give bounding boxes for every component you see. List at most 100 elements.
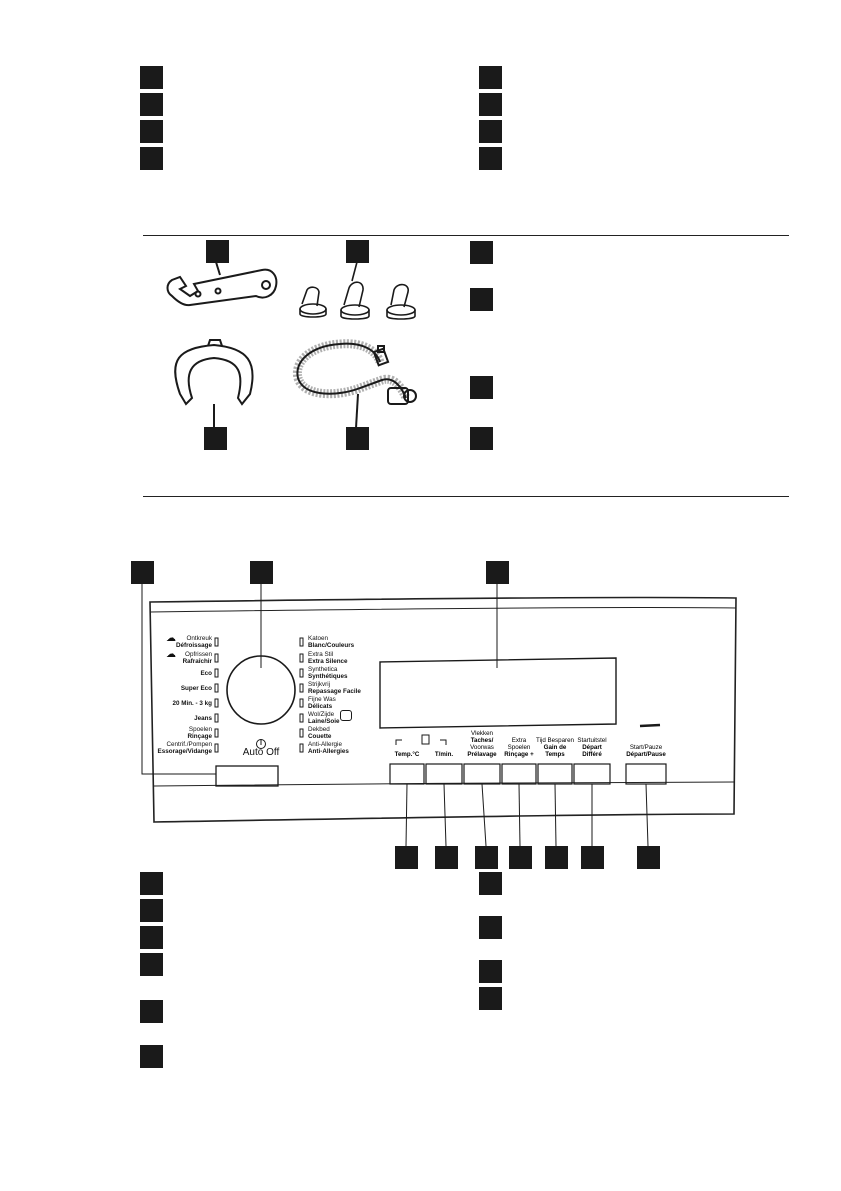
led-left-slot <box>214 668 219 678</box>
programme-label-bottom: Couette <box>308 733 332 740</box>
legend-marker <box>479 147 502 170</box>
option-button-3 <box>501 763 537 785</box>
programme-label-left-2: Eco <box>200 670 212 677</box>
legend-marker <box>140 147 163 170</box>
option-button-label: Rinçage + <box>504 751 534 758</box>
programme-label-top: Fijne Was <box>308 696 336 703</box>
callout-marker <box>346 427 369 450</box>
option-button-label: Tijd Besparen <box>536 737 575 744</box>
option-button-label: Départ/Pause <box>626 751 666 758</box>
legend-marker <box>470 376 493 399</box>
spanner-icon <box>166 261 278 307</box>
led-left-slot <box>214 743 219 753</box>
legend-marker <box>479 120 502 143</box>
option-button-0 <box>389 763 425 785</box>
programme-label-top: Extra Stil <box>308 651 334 658</box>
led-left-slot <box>214 683 219 693</box>
option-button-label: T/min. <box>435 751 453 758</box>
legend-marker <box>470 288 493 311</box>
callout-marker <box>131 561 154 584</box>
callout-marker <box>250 561 273 584</box>
programme-label-top: Synthetica <box>308 666 338 673</box>
option-button-4 <box>537 763 573 785</box>
callout-leader <box>554 783 557 847</box>
legend-marker <box>140 120 163 143</box>
programme-label-bottom: Rafraîchir <box>182 658 212 665</box>
programme-label-top: Anti-Allergie <box>308 741 342 748</box>
callout-leader <box>645 783 649 847</box>
led-left-slot <box>214 637 219 647</box>
programme-label-bottom: Délicats <box>308 703 333 710</box>
option-button-label: Extra <box>512 737 527 744</box>
callout-marker <box>206 240 229 263</box>
callout-marker <box>581 846 604 869</box>
legend-marker <box>479 916 502 939</box>
programme-label-top: Wol/Zijde <box>308 711 335 718</box>
programme-label-top: Dekbed <box>308 726 330 733</box>
led-left-slot <box>214 728 219 738</box>
option-button-label: Startuitstel <box>577 737 606 744</box>
option-button-label: Différé <box>582 751 602 758</box>
callout-leader <box>405 783 408 847</box>
legend-marker <box>140 872 163 895</box>
programme-label-bottom: Anti-Allergies <box>308 748 349 755</box>
panel-outline <box>149 596 737 823</box>
callout-leader <box>481 783 487 847</box>
programme-label-left-4: 20 Min. - 3 kg <box>172 700 212 707</box>
option-button-label: Temp.°C <box>395 751 420 758</box>
programme-label-bottom: Eco <box>200 669 212 677</box>
option-button-1 <box>425 763 463 785</box>
on-off-button <box>215 765 279 787</box>
callout-marker <box>486 561 509 584</box>
callout-marker <box>346 240 369 263</box>
callout-marker <box>545 846 568 869</box>
legend-marker <box>140 953 163 976</box>
callout-leader <box>443 783 447 847</box>
legend-marker <box>140 926 163 949</box>
programme-label-bottom: Rinçage <box>187 733 213 740</box>
programme-knob <box>226 655 296 725</box>
legend-marker <box>470 427 493 450</box>
section-divider <box>143 235 789 236</box>
programme-label-top: Centrif./Pompen <box>166 741 213 748</box>
programme-label-bottom: 20 Min. - 3 kg <box>172 699 212 707</box>
led-right-slot <box>299 637 304 647</box>
programme-label-top: Spoelen <box>188 726 212 733</box>
programme-label-top: Strijkvrij <box>308 681 331 688</box>
option-button-label: Prélavage <box>467 751 497 758</box>
led-left-slot <box>214 698 219 708</box>
option-button-label: Temps <box>545 751 565 758</box>
option-button-label: Taches/ <box>471 737 494 744</box>
programme-label-bottom: Jeans <box>194 714 212 722</box>
option-button-2 <box>463 763 501 785</box>
section-divider <box>143 496 789 497</box>
programme-label-bottom: Extra Silence <box>308 658 348 665</box>
option-button-label: Spoelen <box>508 744 531 751</box>
callout-marker <box>509 846 532 869</box>
callout-marker <box>435 846 458 869</box>
callout-marker <box>204 427 227 450</box>
wool-mark-icon <box>340 710 352 721</box>
led-right-slot <box>299 653 304 663</box>
programme-label-bottom: Blanc/Couleurs <box>308 642 355 649</box>
led-right-slot <box>299 698 304 708</box>
option-button-label: Départ <box>582 744 602 751</box>
accessories-illustration <box>166 240 493 450</box>
programme-label-top: Opfrissen <box>185 651 212 658</box>
auto-off-label: Auto Off <box>242 747 280 758</box>
legend-marker <box>479 960 502 983</box>
legend-marker <box>140 1000 163 1023</box>
option-button-label: Start/Pauze <box>630 744 663 751</box>
led-right-slot <box>299 713 304 723</box>
legend-marker <box>470 241 493 264</box>
programme-label-bottom: Super Eco <box>180 684 212 692</box>
